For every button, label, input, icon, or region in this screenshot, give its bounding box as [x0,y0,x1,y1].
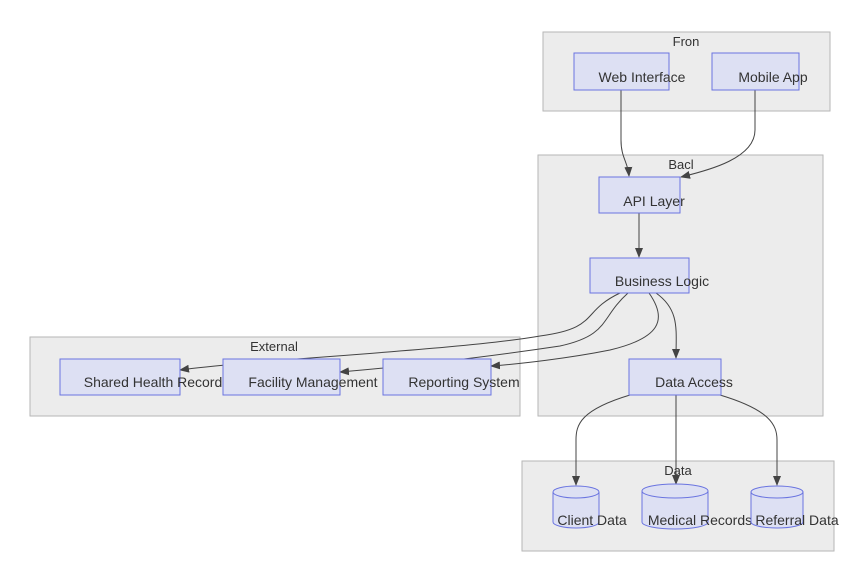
node-mobile-app-label: Mobile App [738,69,807,85]
cluster-frontend-label: Fron [673,34,700,49]
cluster-backend-label: Bacl [668,157,693,172]
node-facility-management[interactable]: Facility Management [222,358,378,396]
cylinder-client-data-icon [552,485,600,529]
datastore-referral-data-label: Referral Data [755,512,838,528]
datastore-medical-records-label: Medical Records [648,512,752,528]
edge-business-to-reporting [490,292,659,370]
node-reporting-system[interactable]: Reporting System [382,358,520,396]
node-shared-health-record-label: Shared Health Record [84,374,223,390]
node-api-layer-label: API Layer [623,193,685,209]
node-api-layer[interactable]: API Layer [598,176,685,214]
datastore-referral-data[interactable]: Referral Data [750,485,839,529]
datastore-client-data-label: Client Data [557,512,626,528]
node-facility-management-label: Facility Management [248,374,377,390]
datastore-client-data[interactable]: Client Data [552,485,627,529]
node-data-access[interactable]: Data Access [628,358,733,396]
node-business-logic[interactable]: Business Logic [589,257,709,294]
node-mobile-app[interactable]: Mobile App [711,52,808,91]
cylinder-medical-records-icon [641,483,709,530]
cylinder-referral-data-icon [750,485,804,529]
node-reporting-system-label: Reporting System [408,374,519,390]
edge-mobile-to-api [680,90,756,179]
edge-web-to-api [620,90,633,177]
cluster-data-label: Data [664,463,692,478]
node-data-access-label: Data Access [655,374,733,390]
node-business-logic-label: Business Logic [615,273,709,289]
datastore-medical-records[interactable]: Medical Records [641,483,752,530]
edge-business-to-data-access [655,292,681,359]
node-shared-health-record[interactable]: Shared Health Record [59,358,223,396]
edge-data-access-to-referral [719,394,781,486]
node-web-interface[interactable]: Web Interface [573,52,686,91]
edge-data-access-to-client [572,394,631,486]
cluster-external-label: External [250,339,298,354]
node-web-interface-label: Web Interface [599,69,686,85]
